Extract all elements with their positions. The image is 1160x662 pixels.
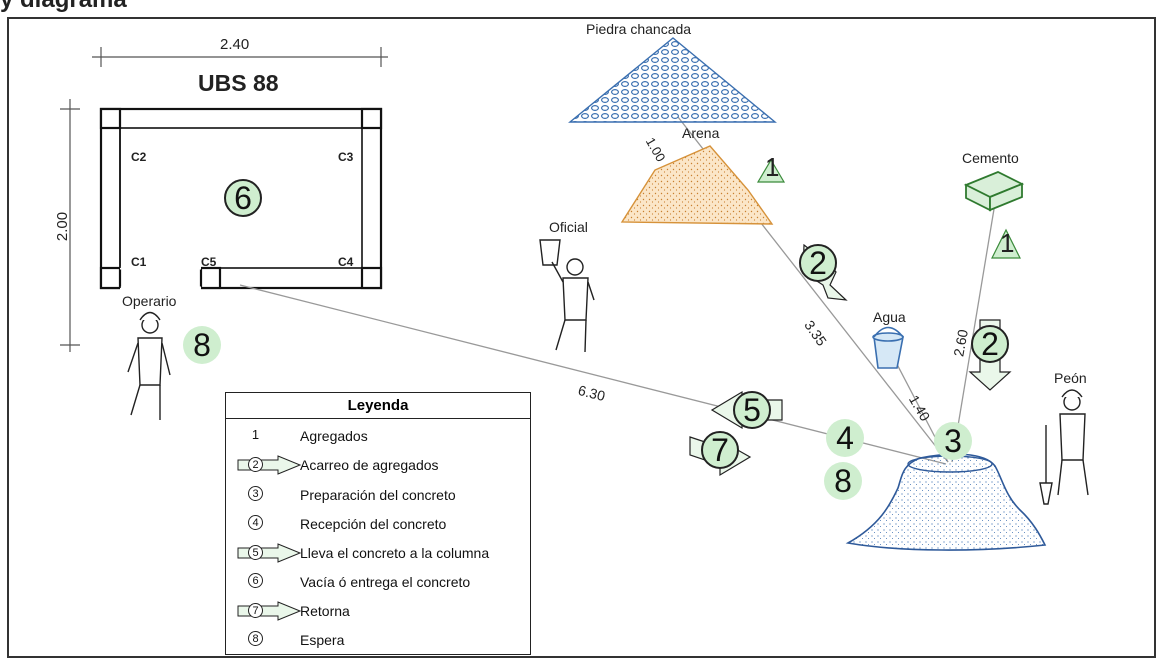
legend-item-8: 8 Espera: [226, 630, 530, 650]
height-dimension-label: 2.00: [54, 211, 72, 242]
legend-item-7: 7 Retorna: [226, 601, 530, 621]
legend-label-2: Acarreo de agregados: [300, 457, 439, 473]
legend-label-8: Espera: [300, 632, 345, 648]
aggregate-number-cement: 1: [1000, 228, 1015, 258]
sand-label: Arena: [682, 125, 720, 141]
peon-figure: [1039, 389, 1089, 505]
legend-arrow-7: [237, 601, 302, 621]
column-c2-label: C2: [131, 150, 147, 164]
legend-num-3: 3: [248, 486, 263, 501]
peon-label: Peón: [1054, 370, 1087, 386]
legend-num-4: 4: [248, 515, 263, 530]
legend-item-3: 3 Preparación del concreto: [226, 485, 530, 505]
cement-label: Cemento: [962, 150, 1019, 166]
legend-item-4: 4 Recepción del concreto: [226, 514, 530, 534]
legend-label-6: Vacía ó entrega el concreto: [300, 574, 471, 590]
legend-item-2: 2 Acarreo de agregados: [226, 455, 530, 475]
page-title: y diagrama: [0, 0, 127, 14]
legend-num-1: 1: [251, 427, 260, 442]
legend-label-3: Preparación del concreto: [300, 487, 456, 503]
legend-num-5: 5: [248, 545, 263, 560]
sand-pile: [620, 145, 774, 225]
column-c5-label: C5: [201, 255, 217, 269]
activity-6-circle: 6: [224, 179, 262, 217]
stone-label: Piedra chancada: [586, 21, 692, 37]
column-c1-label: C1: [131, 255, 147, 269]
legend-label-4: Recepción del concreto: [300, 516, 447, 532]
activity-2-circle-sand: 2: [799, 244, 837, 282]
water-label: Agua: [873, 309, 906, 325]
legend-num-8: 8: [248, 631, 263, 646]
activity-4-circle: 4: [826, 419, 864, 457]
height-dimension: [60, 99, 80, 352]
building-name: UBS 88: [198, 70, 279, 96]
aggregate-marker-cement: [991, 228, 1021, 259]
building-plan: [99, 107, 383, 290]
activity-8-circle-mixer: 8: [824, 462, 862, 500]
oficial-figure: [539, 239, 595, 353]
diagram-frame: [7, 17, 1156, 658]
activity-3-circle: 3: [934, 422, 972, 460]
legend-num-7: 7: [248, 603, 263, 618]
activity-8-circle-operario: 8: [183, 326, 221, 364]
legend-label-7: Retorna: [300, 603, 350, 619]
activity-7-circle: 7: [701, 431, 739, 469]
column-c3-label: C3: [338, 150, 354, 164]
aggregate-marker-sand: [756, 158, 786, 183]
legend-item-1: 1 Agregados: [226, 426, 530, 446]
column-c4-label: C4: [338, 255, 354, 269]
legend-title: Leyenda: [226, 393, 530, 419]
cement-bags: [963, 171, 1025, 212]
oficial-label: Oficial: [549, 219, 588, 235]
water-bucket: [872, 326, 904, 369]
activity-5-circle: 5: [733, 391, 771, 429]
stone-pile: [568, 37, 777, 123]
legend-num-2: 2: [248, 457, 263, 472]
concrete-mix-pile: [845, 453, 1047, 551]
legend-label-1: Agregados: [300, 428, 368, 444]
legend-item-6: 6 Vacía ó entrega el concreto: [226, 572, 530, 592]
legend: Leyenda 1 Agregados 2 Acarreo de agregad…: [225, 392, 531, 655]
width-dimension: [92, 47, 388, 67]
aggregate-number-sand: 1: [765, 152, 780, 182]
width-dimension-label: 2.40: [220, 36, 250, 53]
legend-num-6: 6: [248, 573, 263, 588]
operario-figure: [127, 311, 171, 420]
legend-arrow-5: [237, 543, 302, 563]
legend-arrow-2: [237, 455, 302, 475]
activity-2-circle-cement: 2: [971, 325, 1009, 363]
legend-label-5: Lleva el concreto a la columna: [300, 545, 490, 561]
legend-item-5: 5 Lleva el concreto a la columna: [226, 543, 530, 563]
operario-label: Operario: [122, 293, 177, 309]
